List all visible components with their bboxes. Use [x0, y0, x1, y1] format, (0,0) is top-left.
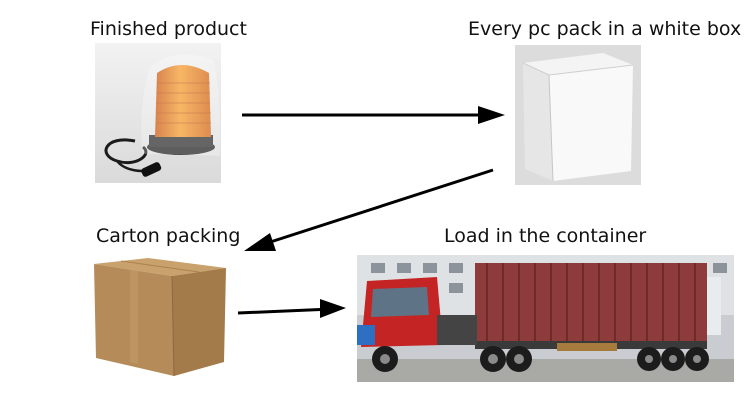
caption-carton-packing: Carton packing	[96, 225, 241, 247]
finished-product-photo	[95, 43, 221, 183]
arrow-to-carton	[244, 168, 494, 251]
arrow-to-white-box	[242, 106, 505, 124]
caption-white-box: Every pc pack in a white box	[468, 18, 742, 40]
arrow-to-container	[237, 299, 346, 318]
caption-finished-product: Finished product	[90, 18, 247, 40]
caption-load-container: Load in the container	[444, 225, 647, 247]
truck-container-photo	[357, 255, 734, 382]
carton-photo	[88, 254, 230, 378]
white-box-photo	[515, 45, 641, 185]
